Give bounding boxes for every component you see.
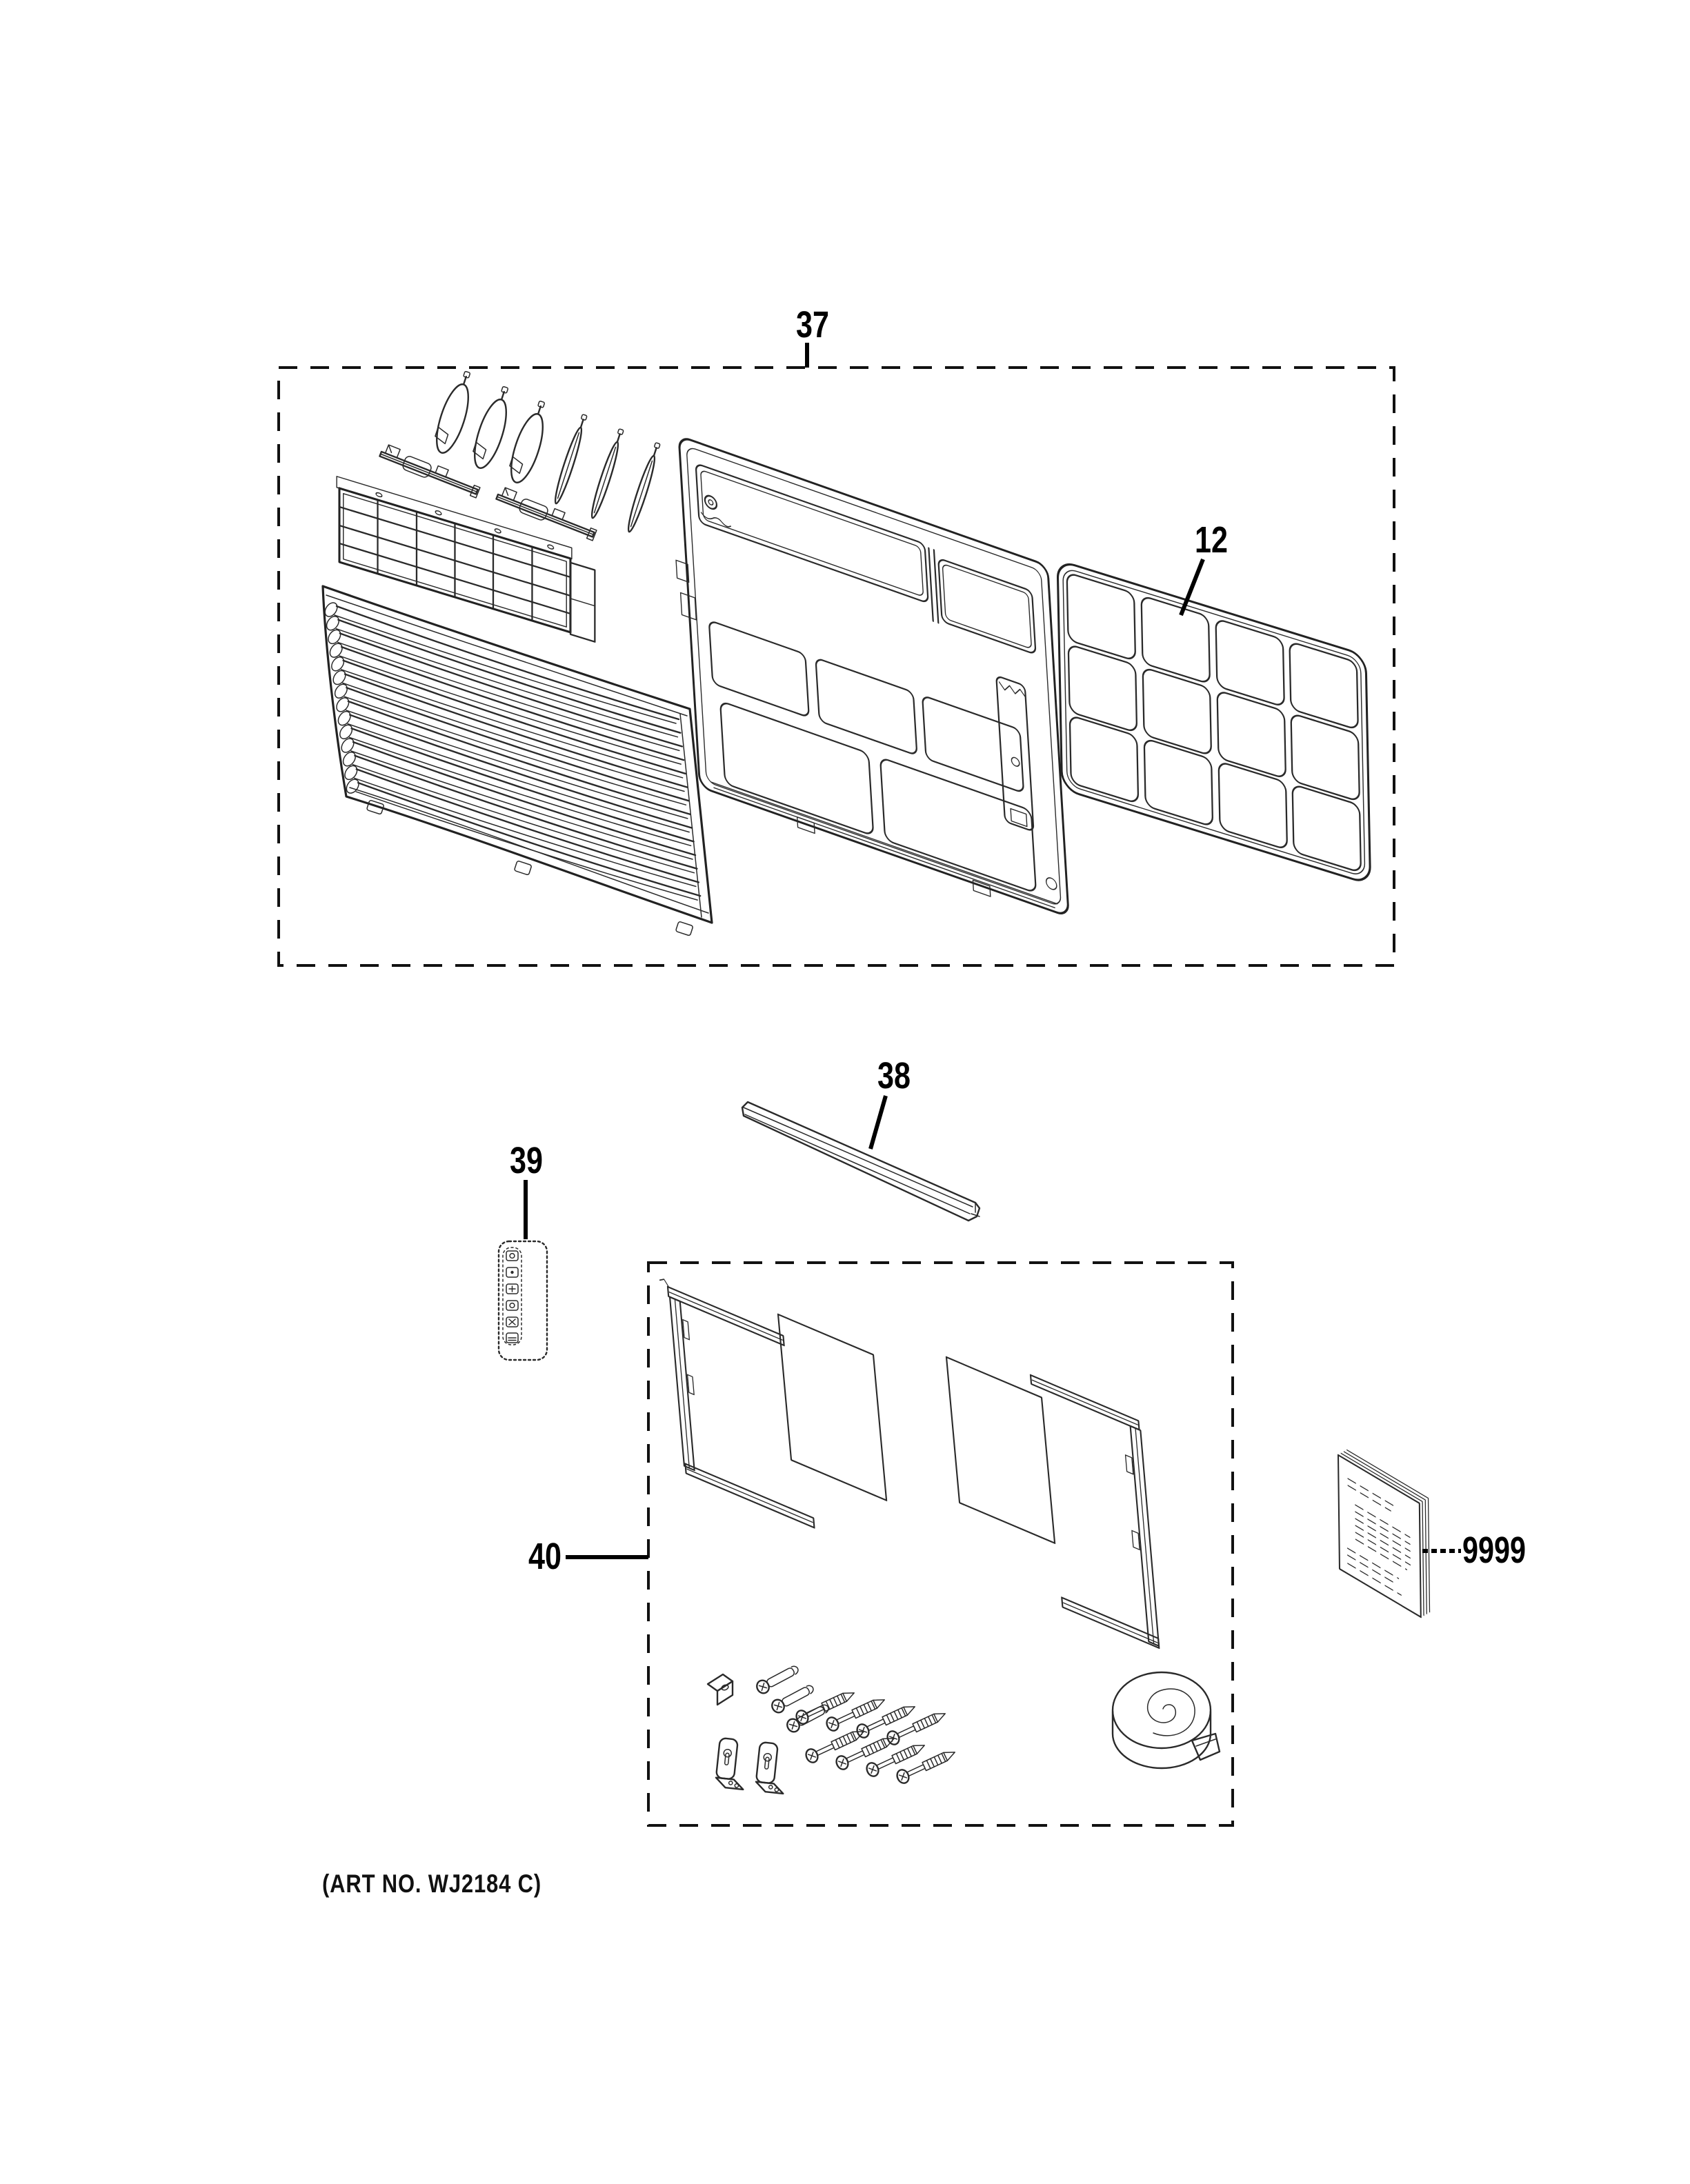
- callout-39-label: 39: [510, 1140, 543, 1181]
- window-seal-38: 38: [741, 1055, 981, 1222]
- callout-12-leader: [1179, 558, 1205, 617]
- foam-seal-roll: [1111, 1671, 1221, 1770]
- air-filter-12: 12: [1056, 519, 1371, 881]
- install-kit-box-40: 40: [528, 1261, 1234, 1827]
- accordion-curtain-1: [777, 1313, 888, 1501]
- vane-louvers: [429, 368, 664, 534]
- hardware-long-screws: [793, 1685, 959, 1786]
- remote-buttons: [506, 1250, 519, 1343]
- accordion-curtain-2: [945, 1356, 1056, 1544]
- callout-9999-label: 9999: [1462, 1530, 1526, 1571]
- owners-manual-9999: 9999: [1337, 1449, 1526, 1619]
- remote-control-39: 39: [497, 1140, 548, 1361]
- vent-grille: [336, 476, 596, 643]
- hardware-angle-bracket: [706, 1673, 734, 1706]
- group-box-37: 37: [277, 304, 1395, 967]
- callout-38-leader: [868, 1095, 888, 1150]
- art-number-note: (ART NO. WJ2184 C): [322, 1870, 541, 1898]
- front-panel: [675, 438, 1069, 914]
- curtain-frame-right: [1029, 1374, 1160, 1650]
- callout-40-label: 40: [528, 1536, 561, 1577]
- hardware-l-brackets: [714, 1736, 789, 1795]
- front-louver-grille: [321, 585, 713, 936]
- curtain-frame-left: [659, 1279, 815, 1529]
- hardware-short-screws: [753, 1661, 832, 1735]
- callout-37-label: 37: [796, 304, 829, 345]
- callout-38-label: 38: [877, 1055, 911, 1096]
- callout-12-label: 12: [1195, 519, 1228, 561]
